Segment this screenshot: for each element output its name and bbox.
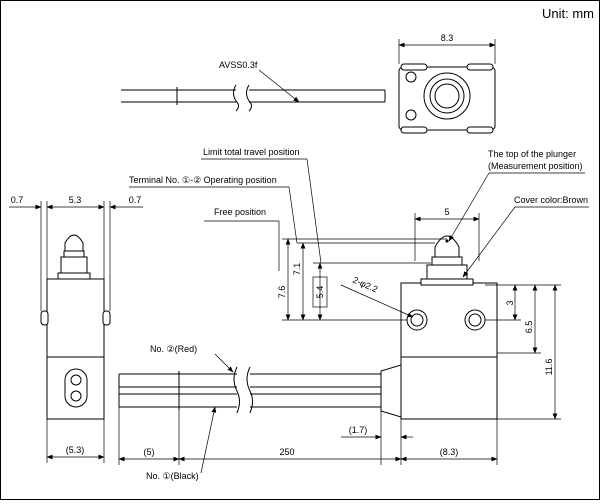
wire-black-label: No. ①(Black) bbox=[146, 471, 199, 481]
dim-left-w2: 5.3 bbox=[69, 195, 82, 205]
dim-wire-250: 250 bbox=[279, 447, 294, 457]
cable-label: AVSS0.3f bbox=[219, 60, 258, 70]
dim-plunger-width: 5 bbox=[444, 207, 449, 217]
free-position-label: Free position bbox=[214, 207, 266, 217]
front-lower-body bbox=[400, 356, 498, 420]
unit-label: Unit: mm bbox=[542, 6, 594, 21]
front-view: 5 7.6 7.1 5.4 3 6.5 11.6 2-φ2.2 bbox=[118, 147, 589, 481]
wire-red-label: No. ②(Red) bbox=[150, 344, 197, 354]
dim-left-w1: 0.7 bbox=[11, 195, 24, 205]
dim-top-width: 8.3 bbox=[441, 33, 454, 43]
plunger-top-label-2: (Measurement position) bbox=[488, 161, 583, 171]
dim-left-w3: 0.7 bbox=[129, 195, 142, 205]
dim-body-h1: 6.5 bbox=[524, 321, 534, 334]
limit-travel-label: Limit total travel position bbox=[203, 147, 300, 157]
terminal-operating-label: Terminal No. ①-② Operating position bbox=[129, 175, 277, 185]
side-view: 0.7 5.3 0.7 (5.3) bbox=[9, 195, 143, 463]
top-view: AVSS0.3f 8.3 bbox=[121, 33, 496, 134]
dim-wire-5: (5) bbox=[144, 447, 155, 457]
dim-front-width: (8.3) bbox=[440, 447, 459, 457]
dim-ltt-pos: 5.4 bbox=[315, 286, 325, 299]
dim-free-pos: 7.6 bbox=[277, 286, 287, 299]
dim-hole-height: 3 bbox=[505, 300, 515, 305]
cover-color-label: Cover color:Brown bbox=[514, 195, 588, 205]
dim-op-pos: 7.1 bbox=[292, 263, 302, 276]
plunger-top-label-1: The top of the plunger bbox=[488, 149, 576, 159]
dim-gap-17: (1.7) bbox=[349, 425, 368, 435]
dim-left-bottom: (5.3) bbox=[66, 445, 85, 455]
dim-body-h2: 11.6 bbox=[544, 359, 554, 376]
side-body bbox=[46, 278, 105, 358]
